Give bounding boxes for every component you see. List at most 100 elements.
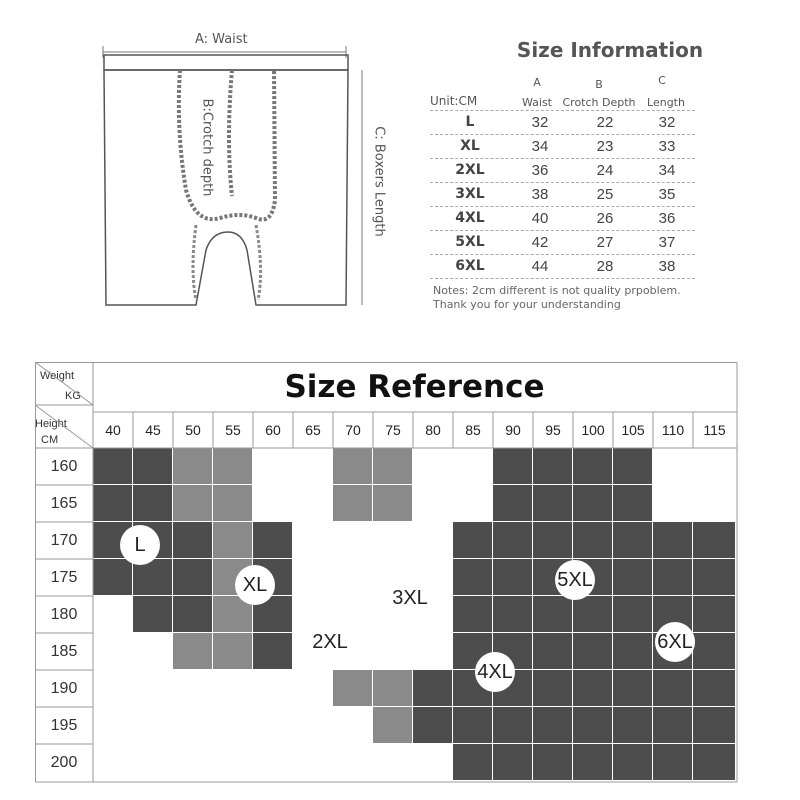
grid-cell — [453, 448, 493, 485]
boxer-diagram: A: Waist B:Crotch depth C: Boxers Length — [0, 0, 420, 330]
grid-cell — [213, 670, 253, 707]
waist-cell: 40 — [531, 210, 549, 227]
grid-cell — [653, 485, 693, 522]
grid-cell — [333, 559, 373, 596]
length-cell: 37 — [658, 234, 676, 251]
waist-cell: 34 — [531, 138, 549, 155]
weight-header: 95 — [545, 422, 561, 438]
size-note-2: Thank you for your understanding — [433, 298, 621, 311]
col-name-length: Length — [647, 96, 685, 109]
grid-cell — [613, 485, 653, 522]
crotch-cell: 28 — [596, 258, 614, 275]
grid-cell — [493, 559, 533, 596]
weight-label: Weight — [40, 370, 75, 382]
cm-label: CM — [41, 434, 59, 446]
grid-cell — [453, 707, 493, 744]
length-cell: 35 — [658, 186, 676, 203]
grid-cell — [293, 448, 333, 485]
grid-cell — [653, 448, 693, 485]
size-information-panel: Size Information A B C Unit:CM Waist Cro… — [425, 30, 795, 320]
grid-cell — [213, 744, 253, 781]
size-row-3xl: 3XL 38 25 35 — [430, 184, 695, 207]
height-header: 200 — [50, 754, 78, 771]
col-name-waist: Waist — [521, 96, 552, 109]
grid-cell — [413, 670, 453, 707]
grid-cell — [533, 633, 573, 670]
grid-cell — [613, 522, 653, 559]
grid-cell — [653, 707, 693, 744]
unit-label: Unit:CM — [430, 94, 478, 108]
grid-cell — [253, 485, 293, 522]
grid-cell — [93, 744, 133, 781]
grid-cell — [613, 596, 653, 633]
grid-cell — [613, 448, 653, 485]
grid-cell — [533, 485, 573, 522]
size-cell: 5XL — [455, 234, 485, 250]
length-cell: 33 — [658, 138, 676, 155]
grid-cell — [573, 707, 613, 744]
grid-cell — [573, 744, 613, 781]
grid-cell — [133, 485, 173, 522]
size-row-l: L 32 22 32 — [430, 112, 695, 135]
grid-cell — [613, 670, 653, 707]
grid-cell — [653, 670, 693, 707]
size-cell: L — [465, 114, 475, 130]
height-header: 185 — [50, 643, 78, 660]
grid-cell — [613, 707, 653, 744]
grid-cell — [93, 633, 133, 670]
grid-cell — [533, 707, 573, 744]
grid-cell — [333, 707, 373, 744]
grid-cell — [173, 744, 213, 781]
height-header: 195 — [50, 717, 78, 734]
col-name-crotch-depth: Crotch Depth — [562, 96, 636, 109]
grid-cell — [693, 448, 736, 485]
height-label: Height — [35, 418, 67, 430]
grid-cell — [453, 485, 493, 522]
crotch-cell: 23 — [596, 138, 614, 155]
grid-cell — [533, 670, 573, 707]
grid-cell — [293, 707, 333, 744]
length-cell: 34 — [658, 162, 676, 179]
waist-cell: 36 — [531, 162, 549, 179]
grid-cell — [653, 522, 693, 559]
size-bubble-2xl: 2XL — [310, 622, 350, 662]
grid-cell — [173, 670, 213, 707]
grid-cell — [133, 670, 173, 707]
grid-cell — [573, 596, 613, 633]
col-letter-c: C — [658, 74, 666, 87]
grid-cell — [413, 633, 453, 670]
grid-cell — [453, 744, 493, 781]
size-row-6xl: 6XL 44 28 38 — [430, 256, 695, 279]
weight-header: 65 — [305, 422, 321, 438]
length-cell: 32 — [658, 114, 676, 131]
grid-cell — [693, 744, 736, 781]
weight-header: 40 — [105, 422, 121, 438]
weight-header: 60 — [265, 422, 281, 438]
grid-cell — [133, 596, 173, 633]
grid-cell — [213, 633, 253, 670]
grid-cell — [173, 522, 213, 559]
grid-cell — [573, 633, 613, 670]
grid-cell — [533, 522, 573, 559]
grid-cell — [333, 670, 373, 707]
grid-cell — [413, 707, 453, 744]
weight-header: 80 — [425, 422, 441, 438]
size-info-title: Size Information — [516, 38, 704, 62]
grid-cell — [373, 485, 413, 522]
grid-cell — [173, 707, 213, 744]
weight-header: 70 — [345, 422, 361, 438]
grid-cell — [293, 522, 333, 559]
grid-cell — [613, 559, 653, 596]
grid-cell — [173, 596, 213, 633]
weight-header: 110 — [661, 422, 685, 438]
grid-cell — [693, 559, 736, 596]
size-row-5xl: 5XL 42 27 37 — [430, 232, 695, 255]
height-header: 175 — [50, 569, 78, 586]
height-header: 190 — [50, 680, 78, 697]
col-letter-b: B — [595, 78, 603, 91]
grid-cell — [333, 448, 373, 485]
grid-cell — [653, 559, 693, 596]
grid-cell — [453, 559, 493, 596]
grid-cell — [493, 485, 533, 522]
grid-cell — [653, 744, 693, 781]
